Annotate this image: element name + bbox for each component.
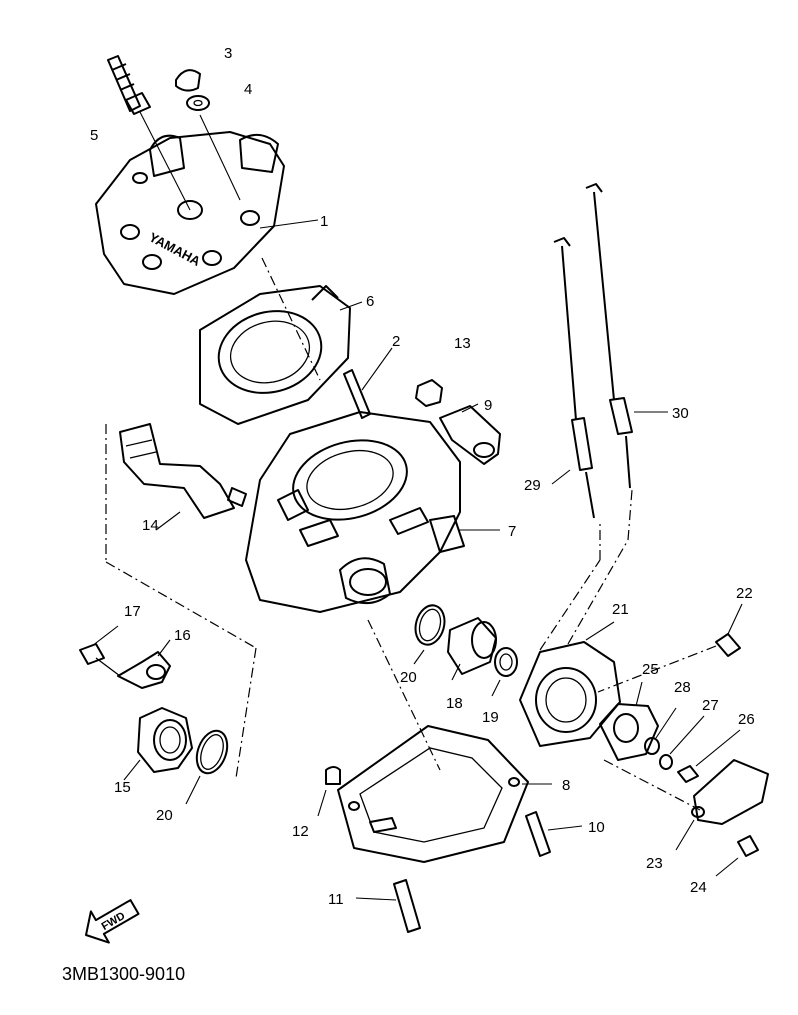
- part-stud-bolt: [343, 347, 393, 419]
- callout-26: 26: [738, 711, 755, 728]
- callout-14: 14: [142, 517, 159, 534]
- cylinder-head-lettering: YAMAHA: [147, 229, 204, 269]
- callout-11: 11: [328, 891, 344, 908]
- part-bolt-24: [715, 835, 759, 877]
- callout-9: 9: [484, 397, 492, 414]
- part-dowel-pin: [317, 766, 341, 817]
- callout-21: 21: [612, 601, 629, 618]
- part-bolt-small: [79, 625, 121, 677]
- callout-6: 6: [366, 293, 374, 310]
- callout-16: 16: [174, 627, 191, 644]
- callout-28: 28: [674, 679, 691, 696]
- part-cap-nut: [175, 69, 201, 92]
- callout-17: 17: [124, 603, 141, 620]
- callout-29: 29: [524, 477, 541, 494]
- fwd-arrow-icon: FWD: [85, 899, 140, 944]
- part-cable-left: [551, 237, 595, 519]
- part-bolt-26: [677, 729, 741, 783]
- part-bracket: [439, 403, 501, 465]
- callout-22: 22: [736, 585, 753, 602]
- callout-3: 3: [224, 45, 232, 62]
- part-valve-cover: [519, 489, 633, 747]
- part-washer: [186, 95, 241, 201]
- callout-20-upper: 20: [400, 669, 417, 686]
- part-valve-assy: [599, 681, 659, 761]
- callout-5: 5: [90, 127, 98, 144]
- diagram-part-number: 3MB1300-9010: [62, 964, 185, 984]
- callout-8: 8: [562, 777, 570, 794]
- part-oil-seal: [491, 647, 518, 697]
- part-cylinder: [105, 411, 500, 779]
- callout-23: 23: [646, 855, 663, 872]
- part-washer-28: [644, 707, 677, 755]
- part-cable-right: [585, 183, 668, 489]
- part-o-ring-lower: [185, 729, 229, 805]
- callout-4: 4: [244, 81, 252, 98]
- callout-labels: 1 2 3 4 5 6 7 8 9 10 11 12 13 14 15 16 1…: [90, 45, 755, 908]
- callout-25: 25: [642, 661, 659, 678]
- callout-2: 2: [392, 333, 400, 350]
- callout-12: 12: [292, 823, 309, 840]
- part-lever: [117, 639, 171, 689]
- part-valve-housing: [123, 707, 193, 781]
- callout-13: 13: [454, 335, 471, 352]
- callout-24: 24: [690, 879, 707, 896]
- part-stud-bolt-lower: [355, 879, 421, 933]
- part-bolt-22: [597, 603, 743, 693]
- callout-18: 18: [446, 695, 463, 712]
- callout-19: 19: [482, 709, 499, 726]
- callout-27: 27: [702, 697, 719, 714]
- part-collar: [447, 617, 497, 681]
- callout-30: 30: [672, 405, 689, 422]
- callout-20-lower: 20: [156, 807, 173, 824]
- callout-15: 15: [114, 779, 131, 796]
- callout-10: 10: [588, 819, 605, 836]
- part-stud-bolt-right: [525, 811, 583, 857]
- part-cover-23: [603, 759, 769, 851]
- part-power-valve: [119, 423, 247, 531]
- callout-7: 7: [508, 523, 516, 540]
- part-washer-27: [659, 715, 705, 770]
- part-cylinder-head: YAMAHA: [95, 131, 321, 381]
- part-spark-plug: [107, 55, 191, 211]
- part-base-gasket: [337, 619, 552, 863]
- callout-1: 1: [320, 213, 328, 230]
- part-head-gasket: [199, 285, 363, 425]
- part-o-ring: [413, 604, 446, 665]
- part-nut: [415, 379, 443, 407]
